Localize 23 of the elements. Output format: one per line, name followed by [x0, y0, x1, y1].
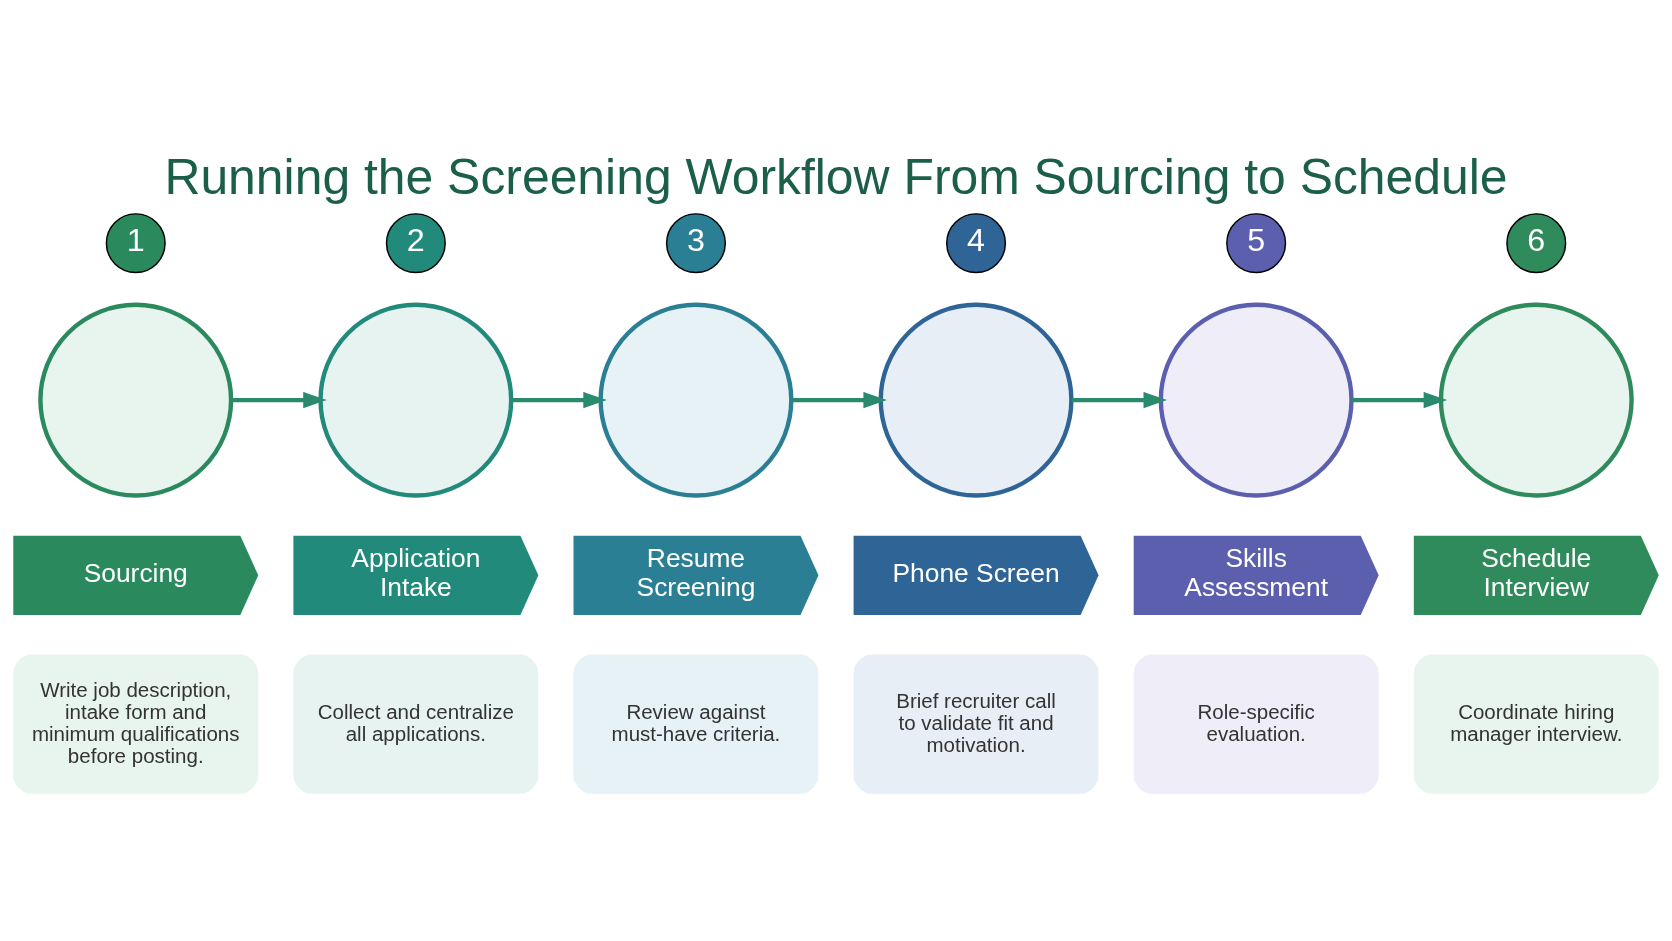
- node-circle: [38, 302, 234, 498]
- node-circle: 4: [946, 213, 1007, 274]
- node-circle: [1158, 302, 1354, 498]
- node-circle: [318, 302, 514, 498]
- node-circle: [1438, 302, 1634, 498]
- node-box: Coordinate hiring manager interview.: [1413, 654, 1659, 794]
- node-box: Collect and centralize all applications.: [293, 654, 539, 794]
- arrow: [511, 391, 607, 409]
- node-circle: 3: [665, 213, 726, 274]
- node-circle: [878, 302, 1074, 498]
- node-box: Review against must-have criteria.: [573, 654, 819, 794]
- node-box: Write job description, intake form and minimum qualifications before posting.: [13, 654, 259, 794]
- node-circle: 6: [1506, 213, 1567, 274]
- arrow: [1071, 391, 1168, 409]
- node-circle: 2: [385, 213, 446, 274]
- node-circle: 1: [105, 213, 166, 274]
- node-circle: [598, 302, 794, 498]
- diagram-title: Running the Screening Workflow From Sourcing to Schedule: [164, 148, 1508, 205]
- node-box: Brief recruiter call to validate fit and motivation.: [853, 654, 1099, 794]
- node-circle: 5: [1226, 213, 1287, 274]
- arrow: [231, 391, 327, 409]
- arrow: [1351, 391, 1448, 409]
- arrow: [791, 391, 887, 409]
